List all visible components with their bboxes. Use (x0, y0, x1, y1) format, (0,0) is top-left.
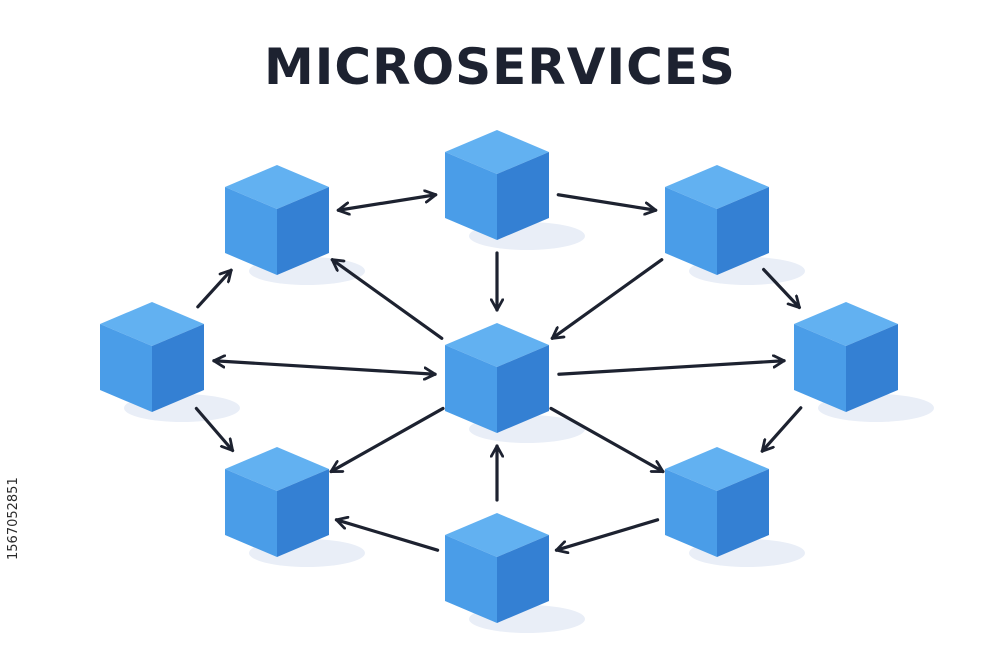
service-top-cube (445, 130, 549, 240)
arrow-service-center-to-service-lower-left (329, 406, 445, 474)
connection-arrows (194, 193, 803, 552)
arrow-service-upper-right-to-service-right (762, 267, 801, 310)
service-left-cube (100, 302, 204, 412)
arrow-service-center-to-service-right (557, 361, 786, 376)
service-center-cube (445, 323, 549, 433)
service-center-left-face (445, 345, 497, 433)
service-cubes (100, 130, 898, 623)
service-upper-right-left-face (665, 187, 717, 275)
service-right-right-face (846, 324, 898, 412)
service-top-left-face (445, 152, 497, 240)
service-lower-left-left-face (225, 469, 277, 557)
service-bottom-right-face (497, 535, 549, 623)
service-top-right-face (497, 152, 549, 240)
arrow-service-center-to-service-lower-right (549, 406, 665, 474)
arrow-service-left-to-service-upper-left (196, 268, 233, 309)
service-lower-left-right-face (277, 469, 329, 557)
arrow-service-right-to-service-lower-right (760, 406, 803, 453)
service-upper-right-cube (665, 165, 769, 275)
service-upper-left-cube (225, 165, 329, 275)
service-bottom-left-face (445, 535, 497, 623)
service-upper-right-right-face (717, 187, 769, 275)
service-lower-right-left-face (665, 469, 717, 557)
service-lower-right-cube (665, 447, 769, 557)
service-bottom-cube (445, 513, 549, 623)
service-right-cube (794, 302, 898, 412)
service-left-left-face (100, 324, 152, 412)
arrow-service-top-to-service-upper-left (336, 195, 438, 211)
service-left-right-face (152, 324, 204, 412)
arrow-service-top-to-service-upper-right (556, 193, 658, 211)
service-right-left-face (794, 324, 846, 412)
arrow-service-left-to-service-lower-left (194, 406, 235, 453)
arrow-service-bottom-to-service-lower-left (334, 520, 440, 552)
arrow-service-left-to-service-center (212, 361, 437, 374)
service-lower-left-cube (225, 447, 329, 557)
service-center-right-face (497, 345, 549, 433)
service-upper-left-right-face (277, 187, 329, 275)
arrow-service-lower-right-to-service-bottom (554, 518, 660, 550)
service-lower-right-right-face (717, 469, 769, 557)
arrow-service-center-to-service-upper-left (330, 258, 444, 340)
diagram-title: MICROSERVICES (264, 38, 736, 96)
service-upper-left-left-face (225, 187, 277, 275)
arrow-service-upper-right-to-service-center (550, 258, 664, 340)
